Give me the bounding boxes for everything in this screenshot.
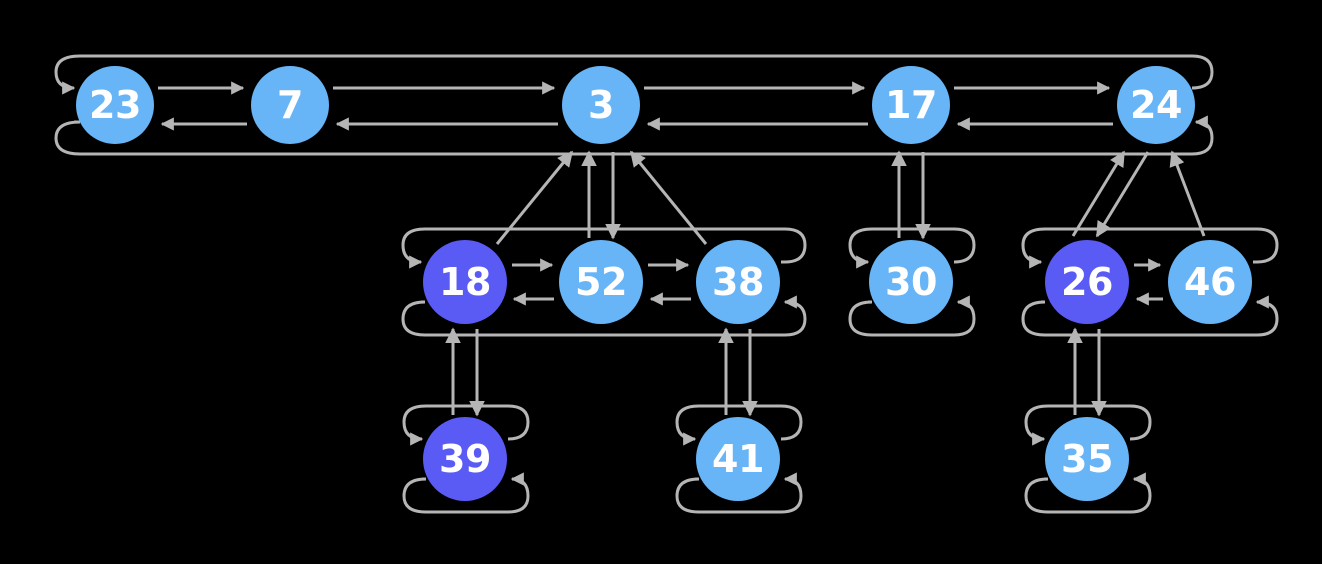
graph-node-52[interactable]: 52 bbox=[559, 240, 643, 324]
graph-node-label: 39 bbox=[439, 437, 491, 481]
graph-node-35[interactable]: 35 bbox=[1045, 417, 1129, 501]
graph-node-label: 17 bbox=[885, 83, 937, 127]
graph-node-label: 18 bbox=[439, 260, 491, 304]
graph-node-label: 52 bbox=[575, 260, 627, 304]
edge-23-to-24 bbox=[54, 115, 1214, 156]
edge-46-to-26 bbox=[1021, 227, 1279, 269]
graph-node-17[interactable]: 17 bbox=[872, 66, 950, 144]
edge-18-to-38 bbox=[401, 295, 807, 337]
graph-node-3[interactable]: 3 bbox=[562, 66, 640, 144]
edge-18-to-3 bbox=[495, 150, 574, 245]
graph-node-26[interactable]: 26 bbox=[1045, 240, 1129, 324]
graph-node-38[interactable]: 38 bbox=[696, 240, 780, 324]
graph-node-label: 3 bbox=[588, 83, 614, 127]
edge-41-self-bottom bbox=[675, 472, 803, 514]
graph-node-label: 46 bbox=[1184, 260, 1236, 304]
graph-node-39[interactable]: 39 bbox=[423, 417, 507, 501]
graph-node-24[interactable]: 24 bbox=[1117, 66, 1195, 144]
edge-38-to-18 bbox=[401, 227, 807, 269]
edge-24-to-23 bbox=[54, 54, 1214, 95]
edge-38-to-3 bbox=[629, 150, 708, 245]
edge-35-self-bottom bbox=[1024, 472, 1152, 514]
graph-node-label: 30 bbox=[885, 260, 937, 304]
edge-39-self-top bbox=[402, 404, 530, 446]
graph-node-label: 26 bbox=[1061, 260, 1113, 304]
edge-30-self-top bbox=[848, 227, 976, 269]
edge-24-to-26 bbox=[1095, 151, 1150, 238]
graph-node-7[interactable]: 7 bbox=[251, 66, 329, 144]
edge-26-to-46 bbox=[1021, 295, 1279, 337]
graph-node-label: 24 bbox=[1130, 83, 1182, 127]
graph-node-label: 38 bbox=[712, 260, 764, 304]
edge-30-self-bottom bbox=[848, 295, 976, 337]
edge-39-self-bottom bbox=[402, 472, 530, 514]
edge-26-to-24 bbox=[1071, 150, 1126, 237]
graph-node-label: 35 bbox=[1061, 437, 1113, 481]
graph-node-label: 41 bbox=[712, 437, 764, 481]
edge-46-to-24 bbox=[1169, 150, 1206, 237]
edge-41-self-top bbox=[675, 404, 803, 446]
graph-node-18[interactable]: 18 bbox=[423, 240, 507, 324]
graph-node-46[interactable]: 46 bbox=[1168, 240, 1252, 324]
graph-node-23[interactable]: 23 bbox=[76, 66, 154, 144]
graph-node-label: 23 bbox=[89, 83, 141, 127]
graph-node-30[interactable]: 30 bbox=[869, 240, 953, 324]
graph-node-label: 7 bbox=[277, 83, 303, 127]
edge-35-self-top bbox=[1024, 404, 1152, 446]
graph-node-41[interactable]: 41 bbox=[696, 417, 780, 501]
